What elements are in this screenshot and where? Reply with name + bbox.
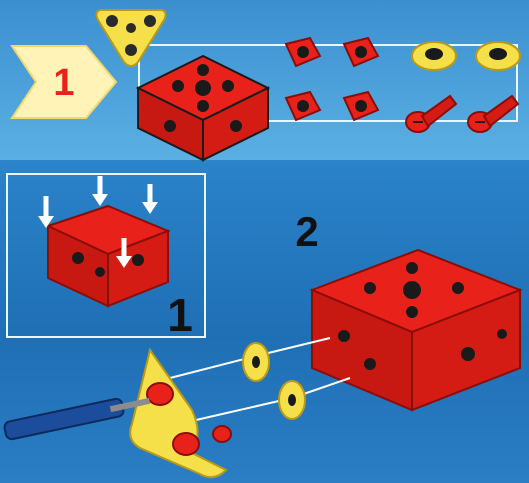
washer-icon: [272, 378, 312, 422]
triangle-plate-assembly: [0, 344, 240, 483]
washer-icon: [236, 340, 276, 384]
